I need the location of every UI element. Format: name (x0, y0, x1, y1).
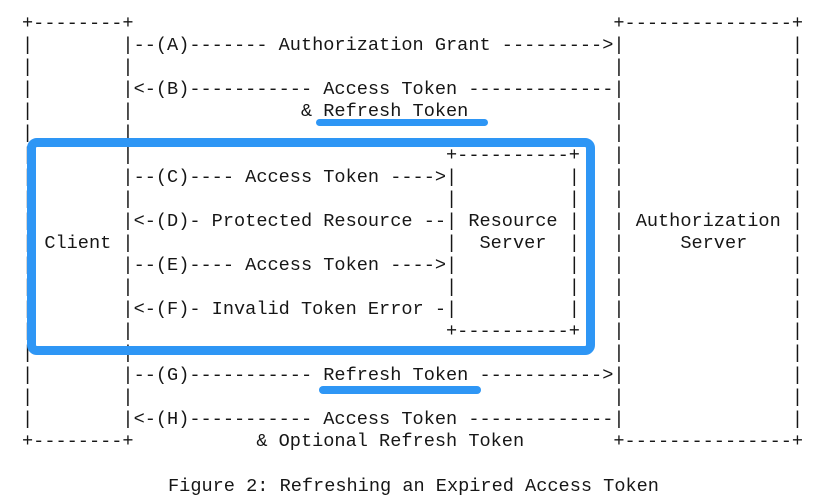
ascii-flow-diagram: +--------+ +---------------+ | |--(A)---… (22, 13, 804, 452)
figure-caption: Figure 2: Refreshing an Expired Access T… (168, 476, 659, 497)
